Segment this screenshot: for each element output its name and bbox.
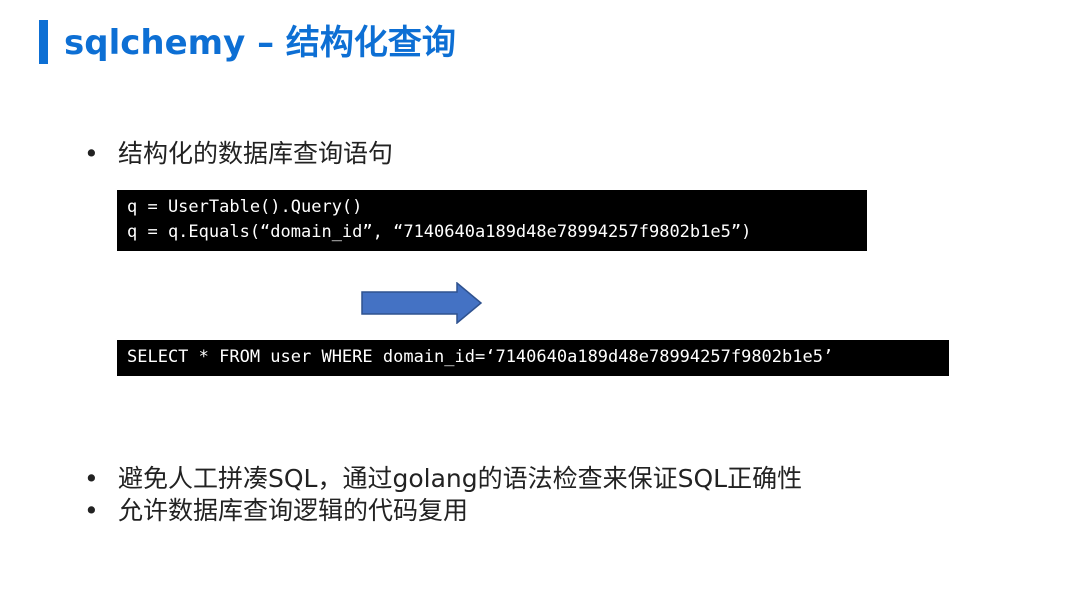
right-arrow-icon: [361, 282, 483, 324]
bullet-item: • 允许数据库查询逻辑的代码复用: [84, 495, 468, 527]
bullet-dot: •: [84, 139, 99, 168]
bullet-dot: •: [84, 496, 99, 525]
sql-block: SELECT * FROM user WHERE domain_id=‘7140…: [117, 340, 949, 376]
bullet-item: • 避免人工拼凑SQL，通过golang的语法检查来保证SQL正确性: [84, 463, 802, 495]
bullet-text: 结构化的数据库查询语句: [118, 139, 394, 168]
code-line: q = UserTable().Query(): [127, 197, 363, 217]
bullet-text: 避免人工拼凑SQL，通过golang的语法检查来保证SQL正确性: [118, 464, 803, 493]
code-block: q = UserTable().Query() q = q.Equals(“dom…: [117, 190, 867, 251]
sql-line: SELECT * FROM user WHERE domain_id=‘7140…: [127, 347, 834, 367]
bullet-text: 允许数据库查询逻辑的代码复用: [118, 496, 469, 525]
bullet-dot: •: [84, 464, 99, 493]
code-line: q = q.Equals(“domain_id”, “7140640a189d4…: [127, 222, 752, 242]
slide-title: sqlchemy – 结构化查询: [64, 23, 456, 63]
title-accent-bar: [39, 20, 48, 64]
bullet-item: • 结构化的数据库查询语句: [84, 138, 393, 170]
